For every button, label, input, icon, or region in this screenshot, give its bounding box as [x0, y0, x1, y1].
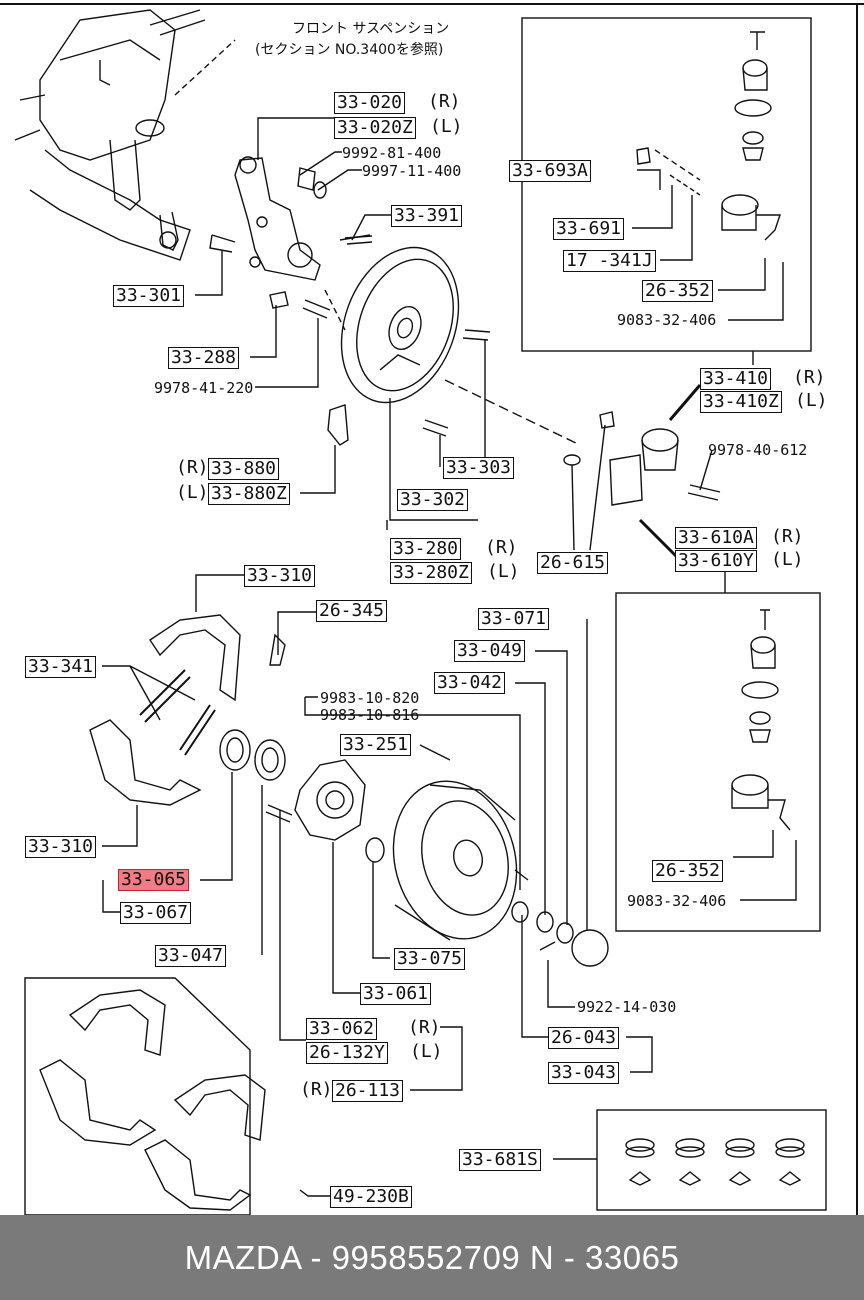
part-17-341j[interactable]: 17 -341J: [563, 250, 656, 272]
part-33-691[interactable]: 33-691: [553, 218, 625, 240]
wheel-cylinder-top-drawing: [636, 31, 781, 241]
part-33-391[interactable]: 33-391: [391, 205, 463, 227]
part-33-065-highlighted[interactable]: 33-065: [118, 869, 190, 891]
part-33-075[interactable]: 33-075: [394, 948, 466, 970]
part-33-020z[interactable]: 33-020Z: [334, 117, 416, 139]
part-33-410[interactable]: 33-410: [700, 368, 772, 390]
wheel-cylinder-mid-drawing: [563, 384, 721, 562]
part-33-310-bottom[interactable]: 33-310: [25, 836, 97, 858]
part-9083-32-406-bottom[interactable]: 9083-32-406: [627, 892, 727, 910]
part-33-042[interactable]: 33-042: [434, 672, 506, 694]
side-right: (R): [485, 537, 518, 558]
part-26-352-top[interactable]: 26-352: [642, 280, 714, 302]
side-left: (L): [430, 116, 463, 137]
part-9978-40-612[interactable]: 9978-40-612: [708, 441, 808, 459]
note-line-1: フロント サスペンション: [292, 21, 450, 37]
part-9983-10-820[interactable]: 9983-10-820: [320, 689, 420, 707]
footer-part-info: MAZDA - 9958552709 N - 33065: [184, 1239, 680, 1276]
side-right: (R): [408, 1017, 441, 1038]
brake-shoe-drawing: [89, 614, 286, 806]
suspension-drawing: [14, 9, 236, 261]
side-left: (L): [771, 549, 804, 570]
drum-drawing: [392, 780, 609, 967]
part-33-067[interactable]: 33-067: [120, 902, 192, 924]
part-33-062[interactable]: 33-062: [306, 1018, 378, 1040]
part-33-302[interactable]: 33-302: [397, 489, 469, 511]
part-33-047[interactable]: 33-047: [155, 945, 227, 967]
part-33-303[interactable]: 33-303: [443, 457, 515, 479]
part-9983-10-816[interactable]: 9983-10-816: [320, 706, 420, 724]
shoe-kit-drawing: [39, 989, 266, 1211]
side-right: (R): [300, 1079, 333, 1100]
leader-lines: [102, 117, 797, 1197]
part-33-049[interactable]: 33-049: [454, 640, 526, 662]
wheel-cylinder-bottom-drawing: [731, 609, 791, 831]
part-33-280[interactable]: 33-280: [390, 538, 462, 560]
part-9997-11-400[interactable]: 9997-11-400: [362, 162, 462, 180]
part-9083-32-406-top[interactable]: 9083-32-406: [617, 311, 717, 329]
part-33-410z[interactable]: 33-410Z: [700, 391, 782, 413]
side-left: (L): [176, 482, 209, 503]
side-left: (L): [795, 390, 828, 411]
part-26-043[interactable]: 26-043: [548, 1027, 620, 1049]
side-right: (R): [428, 91, 461, 112]
part-33-288[interactable]: 33-288: [168, 347, 240, 369]
part-33-610y[interactable]: 33-610Y: [675, 550, 757, 572]
part-26-352-bottom[interactable]: 26-352: [652, 860, 724, 882]
part-49-230b[interactable]: 49-230B: [330, 1186, 412, 1208]
parts-diagram: フロント サスペンション (セクション NO.3400を参照) 33-020 (…: [0, 3, 864, 1215]
side-right: (R): [176, 457, 209, 478]
note-line-2: (セクション NO.3400を参照): [255, 42, 444, 58]
part-33-880z[interactable]: 33-880Z: [208, 483, 290, 505]
part-9992-81-400[interactable]: 9992-81-400: [342, 144, 442, 162]
part-33-310-top[interactable]: 33-310: [244, 565, 316, 587]
side-left: (L): [410, 1041, 443, 1062]
part-33-301[interactable]: 33-301: [113, 285, 185, 307]
part-33-251[interactable]: 33-251: [340, 734, 412, 756]
part-9922-14-030[interactable]: 9922-14-030: [577, 998, 677, 1016]
part-26-132y[interactable]: 26-132Y: [306, 1042, 388, 1064]
footer-bar: MAZDA - 9958552709 N - 33065: [0, 1215, 864, 1300]
knuckle-drawing: [209, 156, 346, 331]
side-right: (R): [793, 367, 826, 388]
part-33-341[interactable]: 33-341: [25, 656, 97, 678]
part-33-043[interactable]: 33-043: [548, 1062, 620, 1084]
side-left: (L): [487, 561, 520, 582]
part-33-280z[interactable]: 33-280Z: [390, 562, 472, 584]
part-33-681s[interactable]: 33-681S: [459, 1149, 541, 1171]
diagram-drawing: [0, 3, 864, 1215]
hub-drawing: [219, 729, 385, 863]
part-33-020[interactable]: 33-020: [334, 92, 406, 114]
cup-kit-drawing: [625, 1138, 805, 1186]
part-33-610a[interactable]: 33-610A: [675, 527, 757, 549]
part-9978-41-220[interactable]: 9978-41-220: [154, 379, 254, 397]
part-33-061[interactable]: 33-061: [360, 983, 432, 1005]
part-33-071[interactable]: 33-071: [478, 608, 550, 630]
part-33-880[interactable]: 33-880: [208, 458, 280, 480]
part-33-693a[interactable]: 33-693A: [509, 160, 591, 182]
part-26-113[interactable]: 26-113: [332, 1080, 404, 1102]
side-right: (R): [771, 526, 804, 547]
backing-plate-drawing: [339, 234, 491, 404]
part-26-615[interactable]: 26-615: [537, 552, 609, 574]
part-26-345[interactable]: 26-345: [316, 600, 388, 622]
